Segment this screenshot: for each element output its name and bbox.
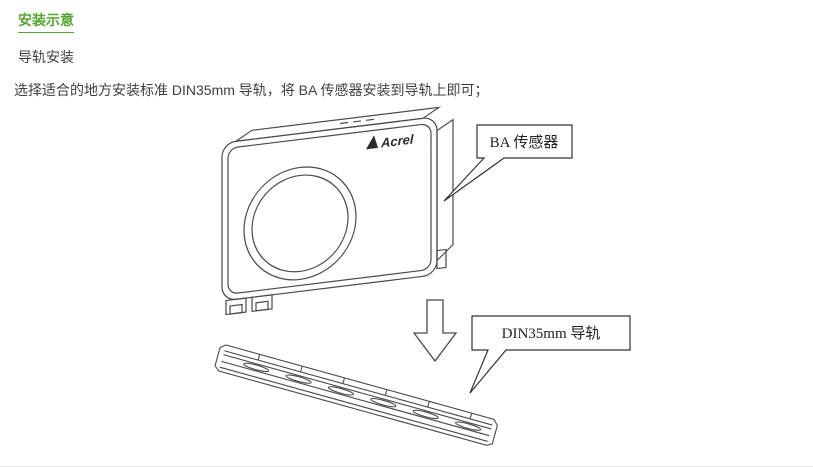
sensor-side-face [436,118,454,262]
ba-sensor-drawing: Acrel [221,106,454,316]
rail-slot [412,409,439,420]
sensor-foot-left [225,297,247,316]
sensor-logo-text: Acrel [380,131,414,150]
sensor-callout: BA 传感器 [443,124,573,202]
din-rail-drawing [214,344,498,446]
sensor-aperture-outer [243,166,357,281]
sensor-foot-left-notch [229,303,243,315]
rail-callout-label: DIN35mm 导轨 [502,325,601,342]
rail-tick [384,389,388,396]
rail-edge-line [221,360,490,437]
instruction-text: 选择适合的地方安装标准 DIN35mm 导轨，将 BA 传感器安装到导轨上即可； [14,81,489,98]
rail-edge-line [224,350,493,426]
sensor-front-plate [221,117,438,300]
manual-section: 安装示意 导轨安装 选择适合的地方安装标准 DIN35mm 导轨，将 BA 传感… [0,0,813,100]
subheading: 导轨安装 [18,48,74,65]
vent-slit [366,118,374,121]
rail-tick [257,354,261,361]
rail-tick [427,401,430,408]
sensor-side-clip [436,248,447,270]
vent-slit [340,121,348,125]
sensor-foot-right [251,294,273,312]
sensor-aperture-inner [251,174,349,273]
rail-tick [342,377,346,384]
brand-logo-icon [366,135,378,150]
section-title-row: 安装示意 [18,12,797,33]
rail-edge-line [223,354,492,430]
rail-slot [285,374,312,384]
rail-tick [469,412,473,420]
sensor-foot-right-notch [255,300,269,312]
sensor-callout-bubble [443,124,573,202]
rail-callout: DIN35mm 导轨 [469,315,631,394]
rail-outline [214,344,498,446]
rail-slot [370,397,397,408]
down-arrow-icon [412,299,458,363]
rail-slot [327,386,355,396]
sensor-front-plate-inner [227,123,432,294]
installation-diagram: Acrel BA 传感器 DIN35mm 导轨 [214,106,631,446]
vent-slit [353,120,361,123]
page-title: 安装示意 [18,12,74,33]
rail-callout-bubble [469,315,631,394]
rail-slot [243,362,270,373]
rail-slot [455,421,482,431]
rail-edge-line [219,366,488,442]
rail-tick [299,365,303,373]
sensor-callout-label: BA 传感器 [490,134,559,151]
